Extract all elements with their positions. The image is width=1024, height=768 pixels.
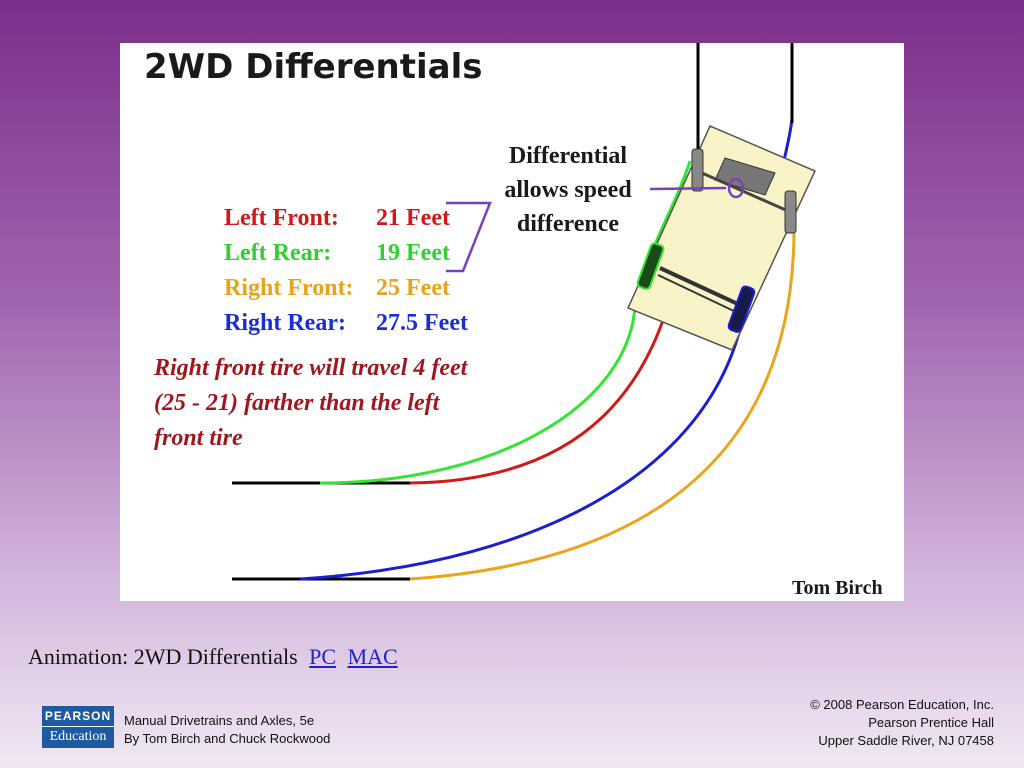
footer-copyright: © 2008 Pearson Education, Inc. Pearson P… bbox=[810, 696, 994, 750]
explanation-line: front tire bbox=[154, 425, 243, 451]
logo-divider bbox=[42, 726, 114, 727]
right-front-wheel bbox=[784, 190, 797, 234]
differential-pointer bbox=[649, 186, 727, 191]
caption-text: Animation: 2WD Differentials bbox=[28, 644, 298, 669]
differential-marker bbox=[727, 177, 745, 199]
stat-label: Left Rear: bbox=[224, 240, 332, 266]
animation-caption: Animation: 2WD Differentials PC MAC bbox=[28, 644, 398, 670]
stat-label: Left Front: bbox=[224, 205, 339, 231]
note-line: Differential bbox=[508, 143, 628, 169]
stat-right-rear: Right Rear: 27.5 Feet bbox=[200, 281, 468, 365]
stat-value: 25 Feet bbox=[376, 275, 450, 301]
right-front-path bbox=[409, 232, 796, 581]
rear-axle bbox=[659, 266, 741, 307]
explanation-line: Right front tire will travel 4 feet bbox=[154, 355, 468, 381]
footer-book-info: Manual Drivetrains and Axles, 5e By Tom … bbox=[124, 712, 330, 748]
footer-book-title: Manual Drivetrains and Axles, 5e bbox=[124, 713, 315, 728]
stat-left-rear: Left Rear: 19 Feet bbox=[200, 211, 450, 295]
rear-axle-shaft bbox=[657, 274, 739, 314]
stat-label: Right Rear: bbox=[224, 310, 346, 336]
footer-publisher-line: Pearson Prentice Hall bbox=[868, 715, 994, 730]
right-rear-wheel bbox=[727, 285, 756, 333]
footer-address-line: Upper Saddle River, NJ 07458 bbox=[818, 733, 994, 748]
figure-author: Tom Birch bbox=[792, 577, 883, 599]
differential-note: Differential allows speed difference bbox=[488, 139, 648, 241]
note-line: difference bbox=[516, 211, 620, 237]
explanation-text: Right front tire will travel 4 feet (25 … bbox=[154, 351, 554, 456]
logo-top-text: PEARSON bbox=[44, 709, 112, 723]
note-line: allows speed bbox=[504, 177, 632, 203]
stat-value: 27.5 Feet bbox=[376, 310, 468, 336]
left-rear-path bbox=[319, 304, 637, 485]
pearson-logo: PEARSON Education bbox=[42, 706, 114, 748]
stat-value: 21 Feet bbox=[376, 205, 450, 231]
stat-value: 19 Feet bbox=[376, 240, 450, 266]
left-front-wheel bbox=[691, 148, 704, 192]
explanation-line: (25 - 21) farther than the left bbox=[154, 390, 440, 416]
differential-diagram: 2WD Differentials Left Front: 21 Feet Lef… bbox=[120, 43, 904, 601]
comparison-bracket bbox=[446, 201, 492, 273]
footer-copyright-line: © 2008 Pearson Education, Inc. bbox=[810, 697, 994, 712]
logo-bottom-text: Education bbox=[49, 729, 107, 744]
stat-right-front: Right Front: 25 Feet bbox=[200, 246, 450, 330]
figure-title: 2WD Differentials bbox=[144, 47, 483, 87]
front-axle bbox=[701, 171, 789, 213]
stat-left-front: Left Front: 21 Feet bbox=[200, 176, 450, 260]
mac-link[interactable]: MAC bbox=[347, 644, 398, 669]
diagram-drawing bbox=[232, 43, 817, 581]
engine-block bbox=[714, 157, 776, 196]
footer-book-authors: By Tom Birch and Chuck Rockwood bbox=[124, 731, 331, 746]
left-rear-wheel bbox=[636, 242, 665, 290]
pc-link[interactable]: PC bbox=[309, 644, 337, 669]
stat-label: Right Front: bbox=[224, 275, 354, 301]
right-rear-path bbox=[299, 304, 747, 581]
